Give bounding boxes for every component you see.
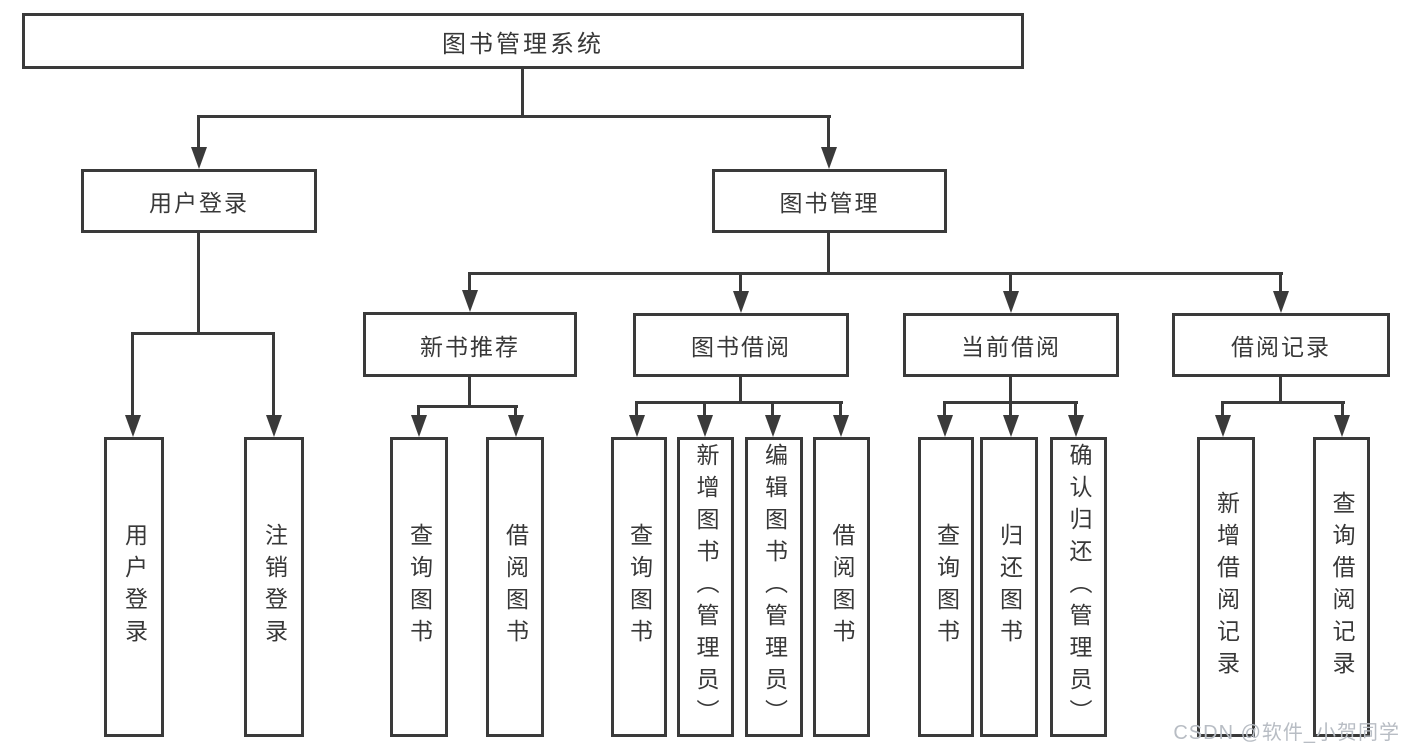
leaf-edit-books-admin: 编辑图书（管理员） bbox=[745, 437, 803, 737]
node-book-management: 图书管理 bbox=[712, 169, 947, 233]
arrowhead bbox=[937, 415, 953, 437]
connector-line bbox=[1341, 401, 1344, 417]
leaf-query-books-borrowing: 查询图书 bbox=[611, 437, 667, 737]
leaf-user-login: 用户登录 bbox=[104, 437, 164, 737]
connector-line bbox=[1279, 272, 1282, 292]
connector-line bbox=[468, 272, 471, 292]
connector-line bbox=[827, 115, 830, 149]
connector-line bbox=[739, 272, 742, 292]
leaf-label: 新增借阅记录 bbox=[1213, 491, 1240, 683]
leaf-label: 查询图书 bbox=[626, 523, 653, 651]
leaf-label: 查询借阅记录 bbox=[1329, 491, 1355, 683]
connector-line bbox=[739, 377, 742, 404]
leaf-label: 用户登录 bbox=[121, 523, 148, 651]
connector-line bbox=[771, 401, 774, 417]
leaf-label: 确认归还（管理员） bbox=[1066, 443, 1092, 731]
node-current-borrowing-label: 当前借阅 bbox=[961, 334, 1061, 360]
arrowhead bbox=[733, 291, 749, 313]
connector-line bbox=[468, 377, 471, 408]
leaf-borrow-books: 借阅图书 bbox=[813, 437, 870, 737]
connector-line bbox=[1009, 401, 1012, 417]
connector-line bbox=[839, 401, 842, 417]
node-root-label: 图书管理系统 bbox=[442, 30, 604, 58]
node-new-book-recommend-label: 新书推荐 bbox=[420, 333, 520, 360]
connector-line bbox=[131, 332, 275, 335]
arrowhead bbox=[765, 415, 781, 437]
leaf-query-books-current: 查询图书 bbox=[918, 437, 974, 737]
connector-line bbox=[1074, 401, 1077, 417]
connector-line bbox=[1221, 401, 1224, 417]
arrowhead bbox=[833, 415, 849, 437]
connector-line bbox=[1279, 377, 1282, 404]
connector-line bbox=[131, 332, 134, 417]
leaf-add-borrow-record: 新增借阅记录 bbox=[1197, 437, 1255, 737]
leaf-borrow-books-recommend: 借阅图书 bbox=[486, 437, 544, 737]
leaf-label: 编辑图书（管理员） bbox=[761, 443, 788, 731]
leaf-return-books: 归还图书 bbox=[980, 437, 1038, 737]
node-user-login-label: 用户登录 bbox=[149, 190, 249, 216]
connector-line bbox=[272, 332, 275, 417]
node-user-login: 用户登录 bbox=[81, 169, 317, 233]
node-borrowing-records-label: 借阅记录 bbox=[1231, 334, 1331, 360]
arrowhead bbox=[1273, 291, 1289, 313]
node-book-borrowing-label: 图书借阅 bbox=[691, 334, 791, 360]
leaf-label: 新增图书（管理员） bbox=[693, 443, 719, 731]
leaf-add-books-admin: 新增图书（管理员） bbox=[677, 437, 734, 737]
arrowhead bbox=[1334, 415, 1350, 437]
leaf-label: 查询图书 bbox=[933, 523, 960, 651]
connector-line bbox=[197, 115, 200, 149]
arrowhead bbox=[462, 290, 478, 312]
connector-line bbox=[635, 401, 843, 404]
node-book-borrowing: 图书借阅 bbox=[633, 313, 849, 377]
arrowhead bbox=[411, 415, 427, 437]
arrowhead bbox=[1003, 291, 1019, 313]
connector-line bbox=[703, 401, 706, 417]
csdn-watermark: CSDN @软件_小贺同学 bbox=[1173, 722, 1400, 744]
connector-line bbox=[1009, 272, 1012, 292]
arrowhead bbox=[697, 415, 713, 437]
connector-line bbox=[943, 401, 946, 417]
leaf-label: 借阅图书 bbox=[502, 523, 529, 651]
node-current-borrowing: 当前借阅 bbox=[903, 313, 1119, 377]
leaf-label: 归还图书 bbox=[996, 523, 1023, 651]
leaf-label: 注销登录 bbox=[261, 523, 288, 651]
connector-line bbox=[635, 401, 638, 417]
leaf-logout: 注销登录 bbox=[244, 437, 304, 737]
connector-line bbox=[827, 233, 830, 275]
arrowhead bbox=[191, 147, 207, 169]
leaf-label: 查询图书 bbox=[406, 523, 433, 651]
connector-line bbox=[468, 272, 1283, 275]
node-book-management-label: 图书管理 bbox=[779, 190, 880, 216]
connector-line bbox=[417, 405, 518, 408]
node-borrowing-records: 借阅记录 bbox=[1172, 313, 1390, 377]
arrowhead bbox=[508, 415, 524, 437]
node-new-book-recommend: 新书推荐 bbox=[363, 312, 577, 377]
node-root: 图书管理系统 bbox=[22, 13, 1024, 69]
connector-line bbox=[521, 66, 524, 118]
arrowhead bbox=[629, 415, 645, 437]
connector-line bbox=[514, 405, 517, 417]
leaf-confirm-return-admin: 确认归还（管理员） bbox=[1050, 437, 1107, 737]
connector-line bbox=[1221, 401, 1345, 404]
arrowhead bbox=[1068, 415, 1084, 437]
arrowhead bbox=[1215, 415, 1231, 437]
leaf-query-borrow-record: 查询借阅记录 bbox=[1313, 437, 1370, 737]
leaf-label: 借阅图书 bbox=[829, 523, 855, 651]
connector-line bbox=[197, 115, 831, 118]
arrowhead bbox=[821, 147, 837, 169]
connector-line bbox=[417, 405, 420, 417]
arrowhead bbox=[125, 415, 141, 437]
connector-line bbox=[197, 233, 200, 334]
arrowhead bbox=[1003, 415, 1019, 437]
leaf-query-books-recommend: 查询图书 bbox=[390, 437, 448, 737]
arrowhead bbox=[266, 415, 282, 437]
connector-line bbox=[1009, 377, 1012, 404]
